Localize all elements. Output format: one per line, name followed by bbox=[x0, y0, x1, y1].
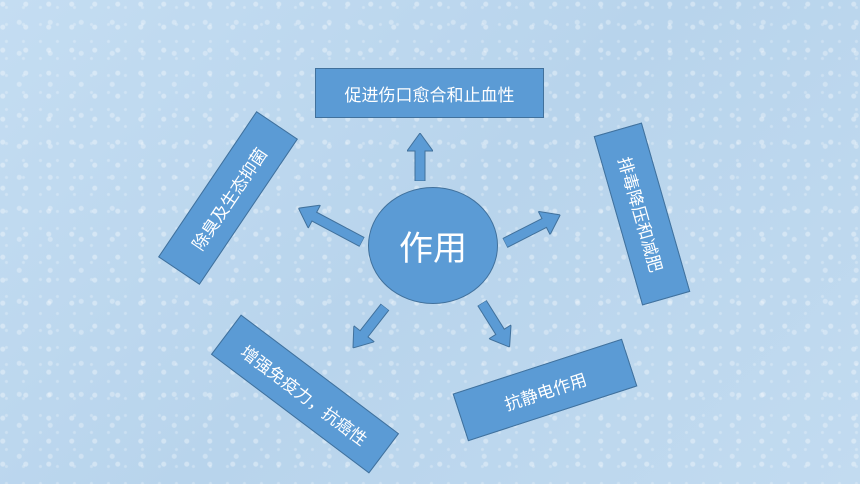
arrow-up-icon bbox=[407, 133, 433, 181]
effect-box-antistatic: 抗静电作用 bbox=[452, 338, 638, 442]
effect-label-antistatic: 抗静电作用 bbox=[502, 369, 590, 416]
center-label: 作用 bbox=[399, 229, 467, 269]
center-circle: 作用 bbox=[368, 187, 498, 304]
effect-label-deodorize: 除臭及生态抑菌 bbox=[188, 144, 272, 255]
arrow-lower-right-icon bbox=[471, 296, 518, 350]
arrow-upper-left-icon bbox=[297, 204, 369, 253]
effect-box-detox: 排毒降压和减肥 bbox=[593, 122, 691, 306]
effect-label-wound-healing: 促进伤口愈合和止血性 bbox=[344, 85, 515, 106]
arrow-upper-right-icon bbox=[499, 210, 562, 255]
arrow-lower-left-icon bbox=[345, 299, 395, 353]
effect-box-wound-healing: 促进伤口愈合和止血性 bbox=[315, 68, 544, 118]
effect-label-detox: 排毒降压和减肥 bbox=[613, 154, 666, 275]
effect-label-immunity: 增强免疫力，抗癌性 bbox=[236, 341, 371, 451]
effect-box-deodorize: 除臭及生态抑菌 bbox=[158, 111, 298, 285]
